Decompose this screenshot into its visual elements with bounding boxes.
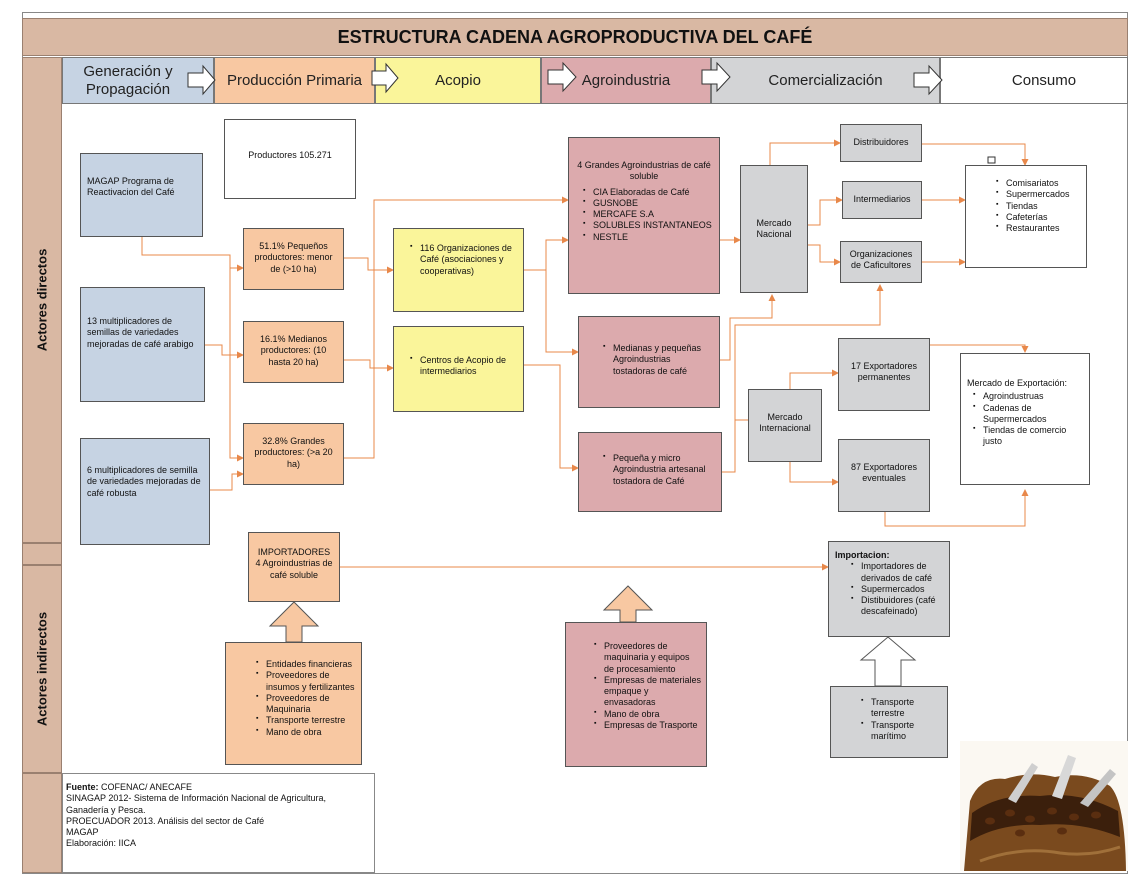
pequenos-text: 51.1% Pequeños productores: menor de (>1…	[254, 241, 333, 274]
box-pequenos-productores: 51.1% Pequeños productores: menor de (>1…	[243, 228, 344, 290]
flow-lines	[141, 139, 1029, 571]
grandes-agro-title: 4 Grandes Agroindustrias de café soluble	[577, 160, 711, 182]
side-footer	[22, 773, 62, 873]
box-organizaciones-caficultores: Organizaciones de Caficultores	[840, 241, 922, 283]
box-importacion: Importacion: Importadores de derivados d…	[828, 541, 950, 637]
mercado-internacional-text: Mercado Internacional	[759, 412, 811, 434]
source-line: PROECUADOR 2013. Análisis del sector de …	[66, 815, 265, 826]
coffee-beans-image	[960, 741, 1128, 871]
importacion-title: Importacion:	[835, 550, 890, 560]
box-magap-programa: MAGAP Programa de Reactivacion del Café	[80, 153, 203, 237]
stage-comercializacion: Comercialización	[711, 57, 940, 104]
servicios-item: Proveedores de insumos y fertilizantes	[256, 670, 357, 693]
box-grandes-productores: 32.8% Grandes productores: (>a 20 ha)	[243, 423, 344, 485]
consumo-item: Supermercados	[996, 189, 1080, 200]
transporte-item: Transporte terrestre	[861, 697, 943, 720]
centros-text: Centros de Acopio de intermediarios	[410, 355, 517, 378]
intermediarios-text: Intermediarios	[853, 194, 911, 204]
source-label: Fuente:	[66, 782, 99, 792]
servicios-item: Proveedores de Maquinaria	[256, 693, 357, 716]
magap-text: MAGAP Programa de Reactivacion del Café	[87, 176, 175, 198]
consumo-item: Tiendas	[996, 201, 1080, 212]
consumo-item: Cafeterías	[996, 212, 1080, 223]
stage-acopio: Acopio	[375, 57, 541, 104]
arabigo-text: 13 multiplicadores de semillas de varied…	[87, 316, 194, 349]
source-line: MAGAP	[66, 827, 99, 837]
export-item: Tiendas de comercio justo	[973, 425, 1083, 448]
source-line: SINAGAP 2012- Sistema de Información Nac…	[66, 793, 326, 815]
agro-item: SOLUBLES INSTANTANEOS	[583, 220, 713, 231]
importacion-item: Supermercados	[851, 584, 945, 595]
box-productores: Productores 105.271	[224, 119, 356, 199]
diagram-title: ESTRUCTURA CADENA AGROPRODUCTIVA DEL CAF…	[22, 18, 1128, 56]
box-organizaciones-cafe: 116 Organizaciones de Café (asociaciones…	[393, 228, 524, 312]
box-consumo-nacional: Comisariatos Supermercados Tiendas Cafet…	[965, 165, 1087, 268]
export-title: Mercado de Exportación:	[967, 378, 1068, 388]
box-centros-acopio: Centros de Acopio de intermediarios	[393, 326, 524, 412]
importacion-item: Importadores de derivados de café	[851, 561, 945, 584]
side-indirect: Actores indirectos	[22, 565, 62, 773]
distribuidores-text: Distribuidores	[853, 137, 909, 147]
agro-item: MERCAFE S.A	[583, 209, 713, 220]
robusta-text: 6 multiplicadores de semilla de variedad…	[87, 465, 201, 498]
exp-eventuales-text: 87 Exportadores eventuales	[850, 462, 918, 484]
productores-text: Productores 105.271	[248, 150, 332, 160]
box-exportadores-permanentes: 17 Exportadores permanentes	[838, 338, 930, 411]
micro-text: Pequeña y micro Agroindustria artesanal …	[603, 453, 715, 487]
medianas-text: Medianas y pequeñas Agroindustrias tosta…	[603, 343, 713, 377]
stage-arrow-icons	[187, 61, 943, 96]
proveedores-item: Empresas de Trasporte	[594, 720, 702, 731]
side-spacer	[22, 543, 62, 565]
box-transporte: Transporte terrestre Transporte marítimo	[830, 686, 948, 758]
proveedores-item: Proveedores de maquinaria y equipos de p…	[594, 641, 702, 675]
importacion-item: Distibuidores (café descafeinado)	[851, 595, 945, 618]
support-arrow-icons	[268, 585, 654, 643]
mercado-nacional-text: Mercado Nacional	[756, 218, 792, 240]
agro-item: NESTLE	[583, 232, 713, 243]
source-note: Fuente: COFENAC/ ANECAFE SINAGAP 2012- S…	[62, 773, 375, 873]
servicios-item: Transporte terrestre	[256, 715, 357, 726]
box-medianas-agroindustrias: Medianas y pequeñas Agroindustrias tosta…	[578, 316, 720, 408]
grandes-text: 32.8% Grandes productores: (>a 20 ha)	[254, 436, 333, 469]
box-grandes-agroindustrias: 4 Grandes Agroindustrias de café soluble…	[568, 137, 720, 294]
stage-consumo: Consumo	[940, 57, 1128, 104]
proveedores-item: Empresas de materiales empaque y envasad…	[594, 675, 702, 709]
servicios-item: Mano de obra	[256, 727, 357, 738]
proveedores-item: Mano de obra	[594, 709, 702, 720]
box-proveedores-agroindustria: Proveedores de maquinaria y equipos de p…	[565, 622, 707, 767]
export-item: Agroindustruas	[973, 391, 1083, 402]
box-micro-agroindustria: Pequeña y micro Agroindustria artesanal …	[578, 432, 722, 512]
box-servicios-produccion: Entidades financieras Proveedores de ins…	[225, 642, 362, 765]
stage-produccion: Producción Primaria	[214, 57, 375, 104]
agro-item: GUSNOBE	[583, 198, 713, 209]
consumo-item: Restaurantes	[996, 223, 1080, 234]
box-medianos-productores: 16.1% Medianos productores: (10 hasta 20…	[243, 321, 344, 383]
box-mercado-exportacion: Mercado de Exportación: Agroindustruas C…	[960, 353, 1090, 485]
medianos-text: 16.1% Medianos productores: (10 hasta 20…	[259, 334, 328, 367]
transporte-item: Transporte marítimo	[861, 720, 943, 743]
box-multiplicadores-arabigo: 13 multiplicadores de semillas de varied…	[80, 287, 205, 402]
exp-permanentes-text: 17 Exportadores permanentes	[850, 361, 918, 383]
source-line: Elaboración: IICA	[66, 838, 137, 849]
export-item: Cadenas de Supermercados	[973, 403, 1083, 426]
source-first: COFENAC/ ANECAFE	[101, 782, 193, 792]
box-intermediarios: Intermediarios	[842, 181, 922, 219]
agro-item: CIA Elaboradas de Café	[583, 187, 713, 198]
box-exportadores-eventuales: 87 Exportadores eventuales	[838, 439, 930, 512]
support-arrow-gray-icon	[859, 636, 917, 687]
consumo-item: Comisariatos	[996, 178, 1080, 189]
box-multiplicadores-robusta: 6 multiplicadores de semilla de variedad…	[80, 438, 210, 545]
box-importadores: IMPORTADORES 4 Agroindustrias de café so…	[248, 532, 340, 602]
box-distribuidores: Distribuidores	[840, 124, 922, 162]
box-mercado-internacional: Mercado Internacional	[748, 389, 822, 462]
importadores-text: IMPORTADORES 4 Agroindustrias de café so…	[255, 547, 333, 580]
side-direct: Actores directos	[22, 57, 62, 543]
servicios-item: Entidades financieras	[256, 659, 357, 670]
box-mercado-nacional: Mercado Nacional	[740, 165, 808, 293]
org-caficultores-text: Organizaciones de Caficultores	[849, 249, 913, 271]
organizaciones-text: 116 Organizaciones de Café (asociaciones…	[410, 243, 517, 277]
